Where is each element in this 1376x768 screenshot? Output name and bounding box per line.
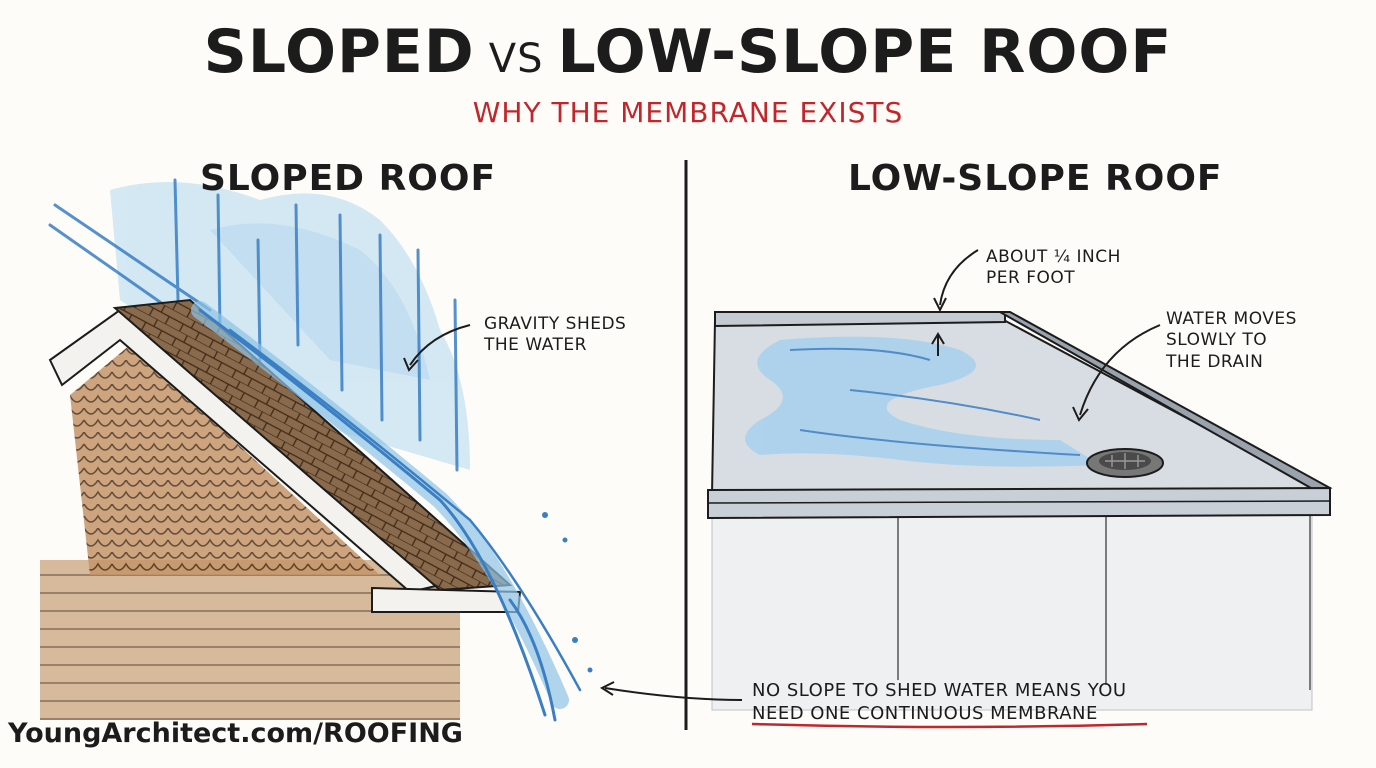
title-vs: VS bbox=[488, 36, 544, 82]
slope-line-2: PER FOOT bbox=[986, 268, 1076, 289]
membrane-annotation: NO SLOPE TO SHED WATER MEANS YOU NEED ON… bbox=[752, 680, 1127, 725]
title-right: LOW-SLOPE ROOF bbox=[557, 17, 1173, 87]
membrane-line-1: NO SLOPE TO SHED WATER MEANS YOU bbox=[752, 680, 1127, 701]
slope-line-1: ABOUT ¼ INCH bbox=[986, 247, 1121, 267]
gravity-line-2: THE WATER bbox=[484, 335, 587, 356]
roof-drain-icon bbox=[1086, 448, 1164, 478]
slope-annotation: ABOUT ¼ INCH PER FOOT bbox=[986, 247, 1121, 290]
right-panel-title: LOW-SLOPE ROOF bbox=[848, 158, 1223, 199]
runoff-water bbox=[191, 301, 593, 722]
drain-annotation: WATER MOVES SLOWLY TO THE DRAIN bbox=[1166, 309, 1297, 373]
drain-arrow bbox=[1079, 324, 1161, 416]
ponding-water bbox=[745, 336, 1100, 467]
title-left: SLOPED bbox=[203, 17, 475, 87]
footer-credit: YoungArchitect.com/ROOFING bbox=[8, 718, 463, 749]
gravity-annotation: GRAVITY SHEDS THE WATER bbox=[484, 314, 626, 357]
gravity-line-1: GRAVITY SHEDS bbox=[484, 314, 627, 334]
drain-line-3: THE DRAIN bbox=[1166, 351, 1264, 372]
gable-scales bbox=[70, 345, 380, 575]
left-panel-title: SLOPED ROOF bbox=[200, 158, 497, 199]
membrane-arrow bbox=[604, 687, 743, 701]
membrane-line-2: NEED ONE CONTINUOUS MEMBRANE bbox=[752, 702, 1098, 724]
subtitle: WHY THE MEMBRANE EXISTS bbox=[472, 96, 904, 129]
rain-streaks bbox=[48, 178, 459, 472]
drain-line-2: SLOWLY TO bbox=[1166, 330, 1268, 351]
slope-indicator bbox=[931, 249, 979, 356]
house-siding bbox=[40, 560, 460, 720]
drain-line-1: WATER MOVES bbox=[1166, 309, 1297, 329]
red-underline bbox=[751, 722, 1148, 729]
gravity-arrow bbox=[409, 324, 471, 366]
